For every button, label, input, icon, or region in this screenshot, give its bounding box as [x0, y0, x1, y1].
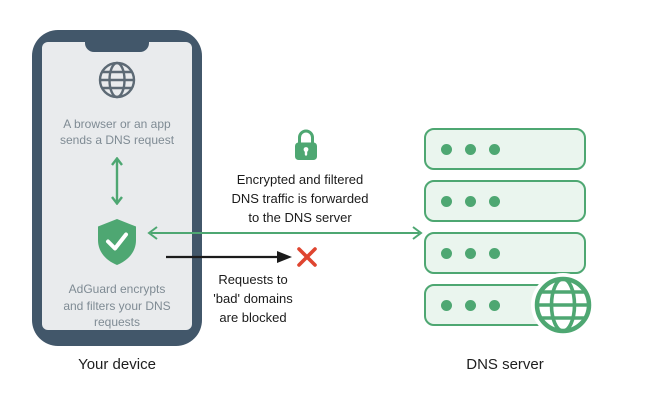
x-mark-icon	[296, 246, 318, 273]
globe-icon	[530, 272, 596, 343]
dns-server-label: DNS server	[466, 356, 544, 373]
server-dot	[441, 143, 452, 155]
server-dot	[489, 143, 500, 155]
phone-device: A browser or an app sends a DNS request …	[32, 30, 202, 346]
server-dot	[465, 195, 476, 207]
arrow-right-icon	[166, 249, 292, 270]
phone-notch	[85, 42, 149, 52]
blocked-requests-text: Requests to 'bad' domains are blocked	[213, 272, 293, 325]
lock-icon	[289, 124, 323, 171]
server-dot	[489, 195, 500, 207]
server-dot	[441, 247, 452, 259]
server-dot	[465, 247, 476, 259]
server-dot	[441, 195, 452, 207]
server-row	[424, 232, 586, 274]
browser-request-text: A browser or an app sends a DNS request	[59, 117, 175, 148]
server-dot	[441, 299, 452, 311]
adguard-filter-text: AdGuard encrypts and filters your DNS re…	[63, 282, 171, 329]
server-dot	[465, 299, 476, 311]
encrypted-traffic-text: Encrypted and filtered DNS traffic is fo…	[231, 172, 369, 225]
server-row	[424, 128, 586, 170]
server-dot	[489, 299, 500, 311]
double-arrow-vertical-icon	[109, 156, 125, 210]
double-arrow-horizontal-icon	[146, 225, 424, 246]
your-device-label: Your device	[78, 356, 156, 373]
globe-icon	[95, 58, 139, 107]
server-dot	[465, 143, 476, 155]
shield-check-icon	[94, 217, 140, 272]
server-dot	[489, 247, 500, 259]
server-row	[424, 180, 586, 222]
phone-screen: A browser or an app sends a DNS request …	[42, 42, 192, 330]
